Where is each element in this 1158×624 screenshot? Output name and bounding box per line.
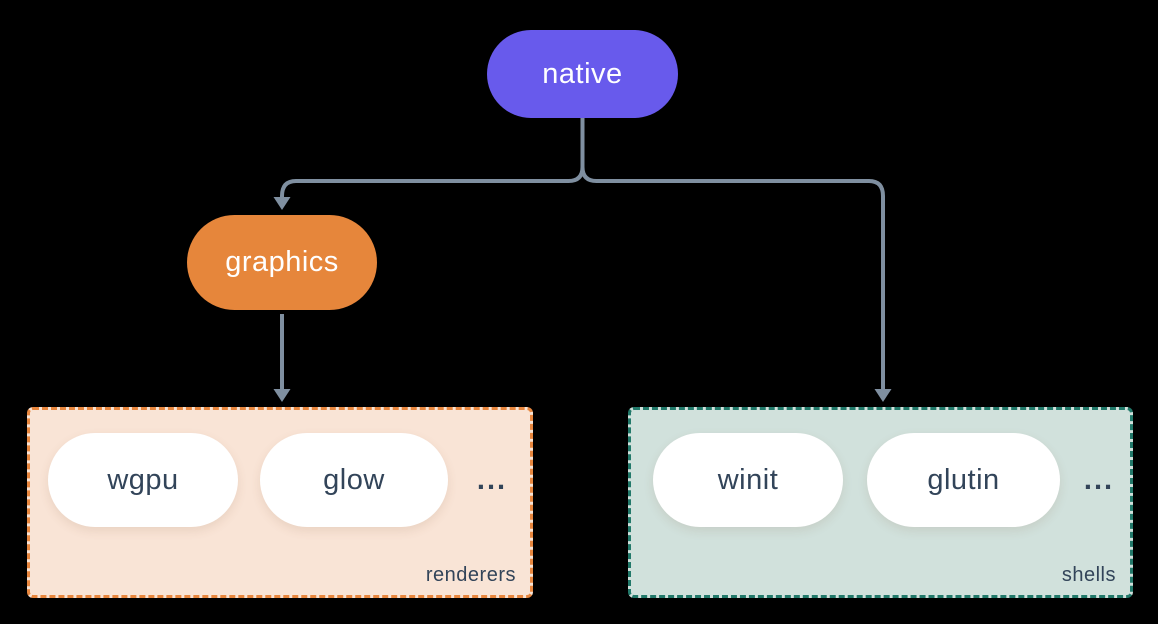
pill-winit-label: winit xyxy=(717,463,779,496)
pill-glutin: glutin xyxy=(867,433,1060,527)
pill-winit: winit xyxy=(653,433,843,527)
arrowhead-icon xyxy=(273,389,291,402)
shells-ellipsis: ... xyxy=(1083,463,1115,496)
group-shells-label: shells xyxy=(1061,564,1116,586)
edge-native-to-shells xyxy=(580,116,885,389)
pill-glutin-label: glutin xyxy=(927,463,1000,496)
pill-glow-label: glow xyxy=(323,463,385,496)
node-native-label: native xyxy=(542,57,623,90)
pill-wgpu-label: wgpu xyxy=(107,463,179,496)
edge-native-to-graphics xyxy=(280,116,585,198)
node-graphics-label: graphics xyxy=(225,246,339,278)
pill-wgpu: wgpu xyxy=(48,433,238,527)
renderers-ellipsis: ... xyxy=(476,463,508,496)
node-native: native xyxy=(487,30,678,118)
pill-glow: glow xyxy=(260,433,448,527)
arrowhead-icon xyxy=(273,197,291,210)
group-renderers-label: renderers xyxy=(425,564,516,586)
node-graphics: graphics xyxy=(187,215,377,310)
arrowhead-icon xyxy=(874,389,892,402)
